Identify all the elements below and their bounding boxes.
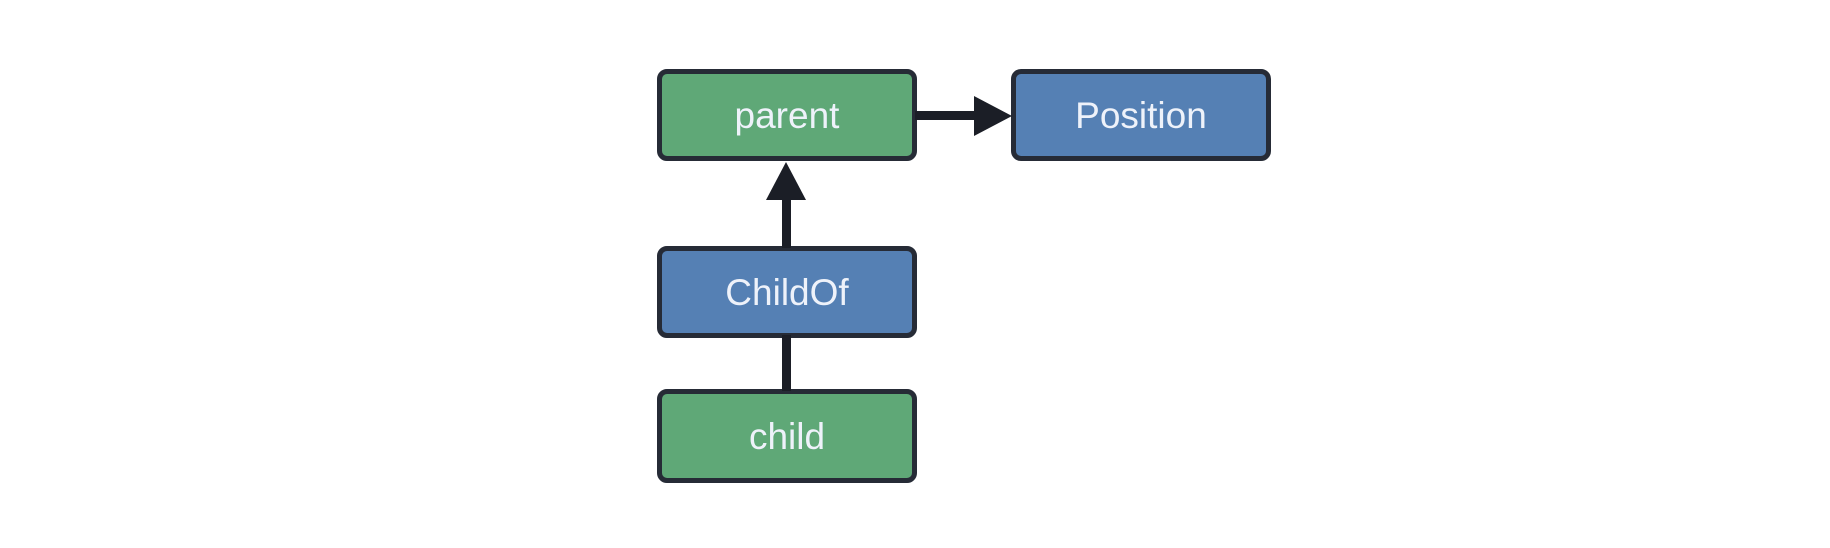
edge-parent-position-shaft <box>915 111 979 120</box>
node-position: Position <box>1011 69 1271 161</box>
arrowhead-right-icon <box>974 96 1012 136</box>
edge-childof-parent-shaft <box>782 196 791 248</box>
arrowhead-up-icon <box>766 162 806 200</box>
edge-child-childof-line <box>782 335 791 391</box>
node-position-label: Position <box>1075 94 1207 136</box>
node-childof: ChildOf <box>657 246 917 338</box>
node-child: child <box>657 389 917 483</box>
node-child-label: child <box>748 415 826 457</box>
node-parent: parent <box>657 69 917 161</box>
node-childof-label: ChildOf <box>725 271 849 313</box>
node-parent-label: parent <box>734 94 840 136</box>
